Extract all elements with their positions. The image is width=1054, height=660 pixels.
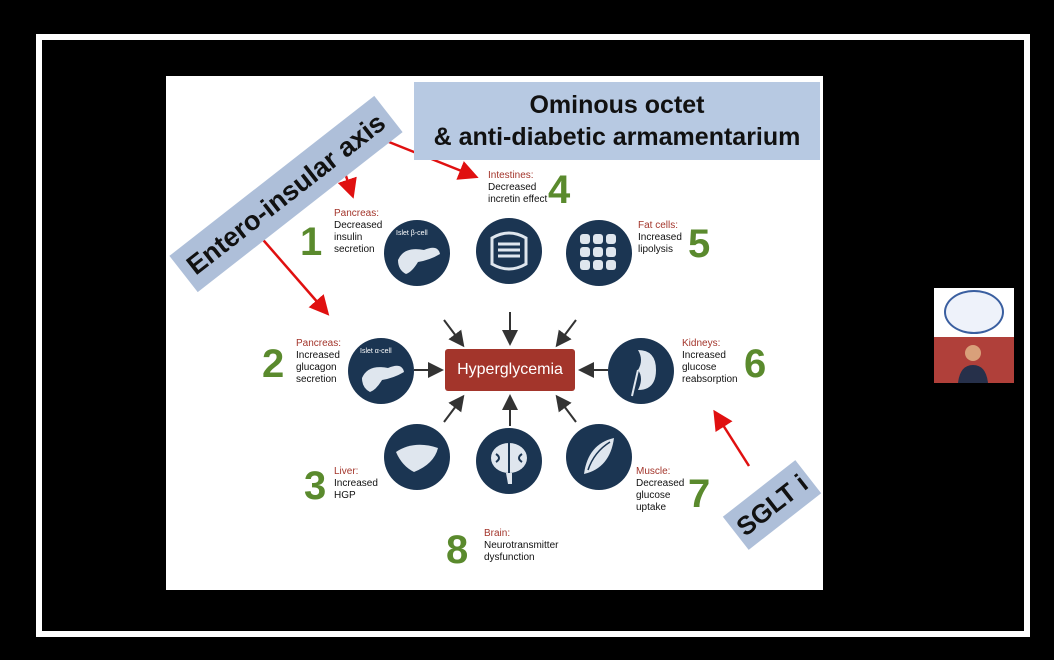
- number-5: 5: [688, 222, 711, 266]
- label-muscle: Muscle: Decreased glucose uptake: [636, 466, 688, 514]
- beta-cell-tag: Islet β-cell: [396, 230, 428, 237]
- kidney-icon: [631, 350, 656, 397]
- brain-icon: [491, 443, 527, 484]
- pancreas-icon: [398, 247, 440, 274]
- label-text: Neurotransmitter dysfunction: [484, 540, 559, 563]
- label-text: Increased HGP: [334, 478, 378, 501]
- arrow-from-liver: [443, 394, 465, 423]
- muscle-circle: [566, 424, 632, 490]
- arrow-from-muscle: [555, 394, 577, 423]
- brain-circle: [476, 428, 542, 494]
- liver-icon: [396, 444, 438, 472]
- label-kidneys: Kidneys: Increased glucose reabsorption: [682, 338, 746, 386]
- beta-cell-circle: Islet β-cell: [384, 220, 450, 286]
- label-text: Increased lipolysis: [638, 232, 682, 255]
- label-text: Decreased insulin secretion: [334, 220, 383, 255]
- label-heading: Kidneys:: [682, 338, 721, 349]
- label-heading: Pancreas:: [334, 208, 380, 219]
- label-heading: Muscle:: [636, 466, 671, 477]
- red-arrow-pancreas-2: [257, 233, 330, 316]
- red-arrow-kidneys: [713, 409, 751, 467]
- muscle-icon: [584, 438, 614, 474]
- number-4: 4: [548, 168, 571, 212]
- number-6: 6: [744, 342, 767, 386]
- participant-video-thumbnail[interactable]: [934, 288, 1014, 383]
- presentation-slide: Ominous octet & anti-diabetic armamentar…: [166, 76, 823, 590]
- slide-title-box: Ominous octet & anti-diabetic armamentar…: [414, 82, 820, 160]
- webcam-feed: [934, 337, 1014, 383]
- slide-title-line2: & anti-diabetic armamentarium: [433, 123, 801, 151]
- label-heading: Pancreas:: [296, 338, 342, 349]
- arrow-from-fat: [555, 319, 577, 348]
- alpha-cell-tag: Islet α-cell: [360, 348, 392, 355]
- arrow-from-beta: [443, 319, 465, 348]
- fat-cell-circle: [566, 220, 632, 286]
- intestine-circle: [476, 218, 542, 284]
- number-7: 7: [688, 472, 711, 516]
- institution-logo-icon: [944, 290, 1004, 334]
- number-8: 8: [446, 528, 469, 572]
- number-2: 2: [262, 342, 285, 386]
- number-3: 3: [304, 464, 327, 508]
- label-heading: Intestines:: [488, 170, 534, 181]
- pancreas-alpha-icon: [362, 365, 404, 392]
- kidney-circle: [608, 338, 674, 404]
- hyperglycemia-box: Hyperglycemia: [445, 349, 575, 391]
- label-pancreas-insulin: Pancreas: Decreased insulin secretion: [334, 208, 382, 256]
- label-liver: Liver: Increased HGP: [334, 466, 382, 502]
- label-text: Decreased incretin effect: [488, 182, 548, 205]
- slide-title-line1: Ominous octet: [529, 91, 705, 119]
- label-intestines: Intestines: Decreased incretin effect: [488, 170, 564, 206]
- label-brain: Brain: Neurotransmitter dysfunction: [484, 528, 558, 564]
- label-pancreas-glucagon: Pancreas: Increased glucagon secretion: [296, 338, 346, 386]
- label-heading: Liver:: [334, 466, 359, 477]
- fat-cells-icon: [580, 234, 616, 270]
- liver-circle: [384, 424, 450, 490]
- label-fat-cells: Fat cells: Increased lipolysis: [638, 220, 688, 256]
- label-text: Increased glucose reabsorption: [682, 350, 738, 385]
- label-text: Decreased glucose uptake: [636, 478, 685, 513]
- intestine-icon: [490, 231, 528, 271]
- label-heading: Fat cells:: [638, 220, 679, 231]
- alpha-cell-circle: Islet α-cell: [348, 338, 414, 404]
- presenter-silhouette-icon: [958, 345, 988, 383]
- label-text: Increased glucagon secretion: [296, 350, 340, 385]
- number-1: 1: [300, 220, 323, 264]
- label-heading: Brain:: [484, 528, 511, 539]
